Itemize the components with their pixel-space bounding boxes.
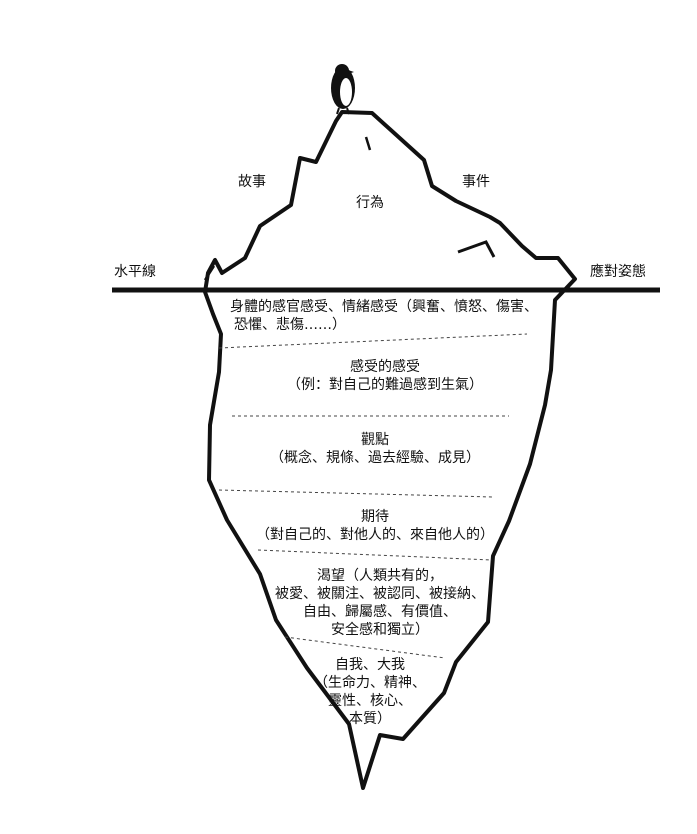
layer-line: 靈性、核心、 <box>328 693 412 709</box>
layer-line: 本質） <box>349 711 391 727</box>
label-coping-stance: 應對姿態 <box>590 264 646 280</box>
layer-line: 安全感和獨立） <box>331 622 429 638</box>
penguin-icon <box>331 64 355 115</box>
layer-divider <box>284 636 446 659</box>
layer-line: 恐懼、悲傷……） <box>234 317 346 333</box>
layer-sensations: 身體的感官感受、情緒感受（興奮、憤怒、傷害、 恐懼、悲傷……） <box>230 298 538 334</box>
layer-feelings-about-feelings: 感受的感受 （例：對自己的難過感到生氣） <box>260 358 510 394</box>
layer-line: 渴望（人類共有的， <box>317 568 443 584</box>
layer-line: 感受的感受 <box>350 359 420 375</box>
layer-line: 被愛、被關注、被認同、被接納、 <box>275 586 485 602</box>
layer-perceptions: 觀點 （概念、規條、過去經驗、成見） <box>255 431 495 467</box>
label-behavior: 行為 <box>356 195 384 211</box>
label-story: 故事 <box>238 174 266 190</box>
label-event: 事件 <box>462 174 490 190</box>
crack-mark <box>364 136 372 151</box>
layer-line: 身體的感官感受、情緒感受（興奮、憤怒、傷害、 <box>230 299 538 315</box>
layer-yearnings: 渴望（人類共有的， 被愛、被關注、被認同、被接納、 自由、歸屬感、有價值、 安全… <box>265 567 495 639</box>
layer-line: （對自己的、對他人的、來自他人的） <box>256 527 494 543</box>
crack-mark <box>203 265 216 281</box>
layer-line: （生命力、精神、 <box>314 675 426 691</box>
iceberg-outline <box>203 110 577 790</box>
layer-line: （例：對自己的難過感到生氣） <box>287 377 483 393</box>
crack-mark <box>457 240 496 258</box>
layer-line: 期待 <box>361 509 389 525</box>
label-waterline: 水平線 <box>114 264 156 280</box>
layer-line: 自由、歸屬感、有價值、 <box>303 604 457 620</box>
layer-self: 自我、大我 （生命力、精神、 靈性、核心、 本質） <box>300 656 440 728</box>
layer-divider <box>218 489 494 498</box>
layer-line: 自我、大我 <box>335 657 405 673</box>
layer-expectations: 期待 （對自己的、對他人的、來自他人的） <box>250 508 500 544</box>
layer-line: （概念、規條、過去經驗、成見） <box>270 450 480 466</box>
layer-line: 觀點 <box>361 432 389 448</box>
